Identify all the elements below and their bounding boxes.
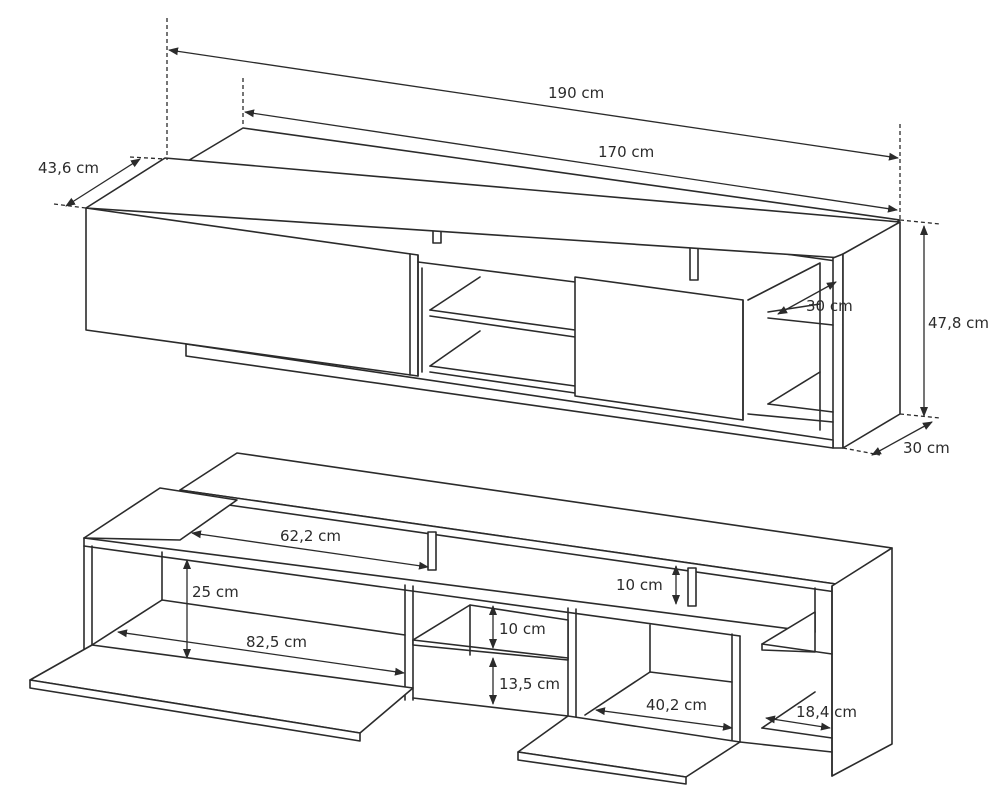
dim-top-opening: 62,2 cm	[280, 527, 341, 545]
dim-total-width: 190 cm	[548, 84, 604, 102]
open-cabinet-view: 62,2 cm 10 cm 25 cm 82,5 cm 10 cm 13,5 c…	[29, 452, 893, 785]
dim-top-gap: 10 cm	[616, 576, 663, 594]
dim-top-depth: 43,6 cm	[38, 159, 99, 177]
dim-top-width: 170 cm	[598, 143, 654, 161]
dim-middle-lower-gap: 13,5 cm	[499, 675, 560, 693]
right-door	[574, 276, 744, 421]
dim-height: 47,8 cm	[928, 314, 989, 332]
dim-side-shelf-width: 18,4 cm	[796, 703, 857, 721]
dim-right-width: 40,2 cm	[646, 696, 707, 714]
dim-middle-shelf-gap: 10 cm	[499, 620, 546, 638]
dim-depth: 30 cm	[903, 439, 950, 457]
dim-left-height: 25 cm	[192, 583, 239, 601]
left-door	[85, 207, 419, 377]
closed-cabinet-view: 190 cm 170 cm 43,6 cm 47,8 cm 30 cm 30 c…	[38, 18, 989, 457]
dim-left-width: 82,5 cm	[246, 633, 307, 651]
dim-shelf-depth: 30 cm	[806, 297, 853, 315]
